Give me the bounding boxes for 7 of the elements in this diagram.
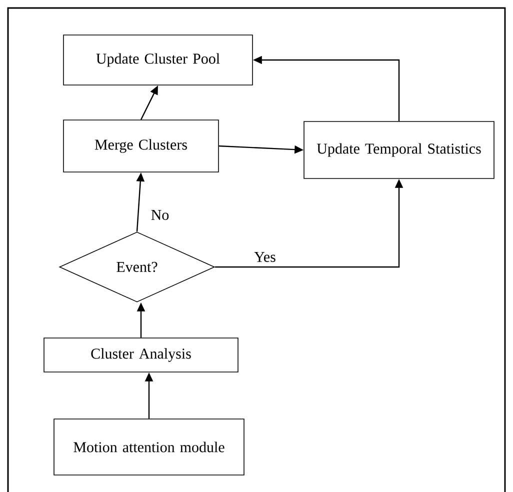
process-box: Motion attention module <box>54 418 244 476</box>
edge-label: Yes <box>254 252 276 262</box>
process-box: Update Cluster Pool <box>63 34 253 86</box>
process-box: Merge Clusters <box>63 120 219 172</box>
edge-label: No <box>151 210 169 220</box>
process-box: Cluster Analysis <box>44 338 238 372</box>
process-box: Update Temporal Statistics <box>304 121 494 179</box>
